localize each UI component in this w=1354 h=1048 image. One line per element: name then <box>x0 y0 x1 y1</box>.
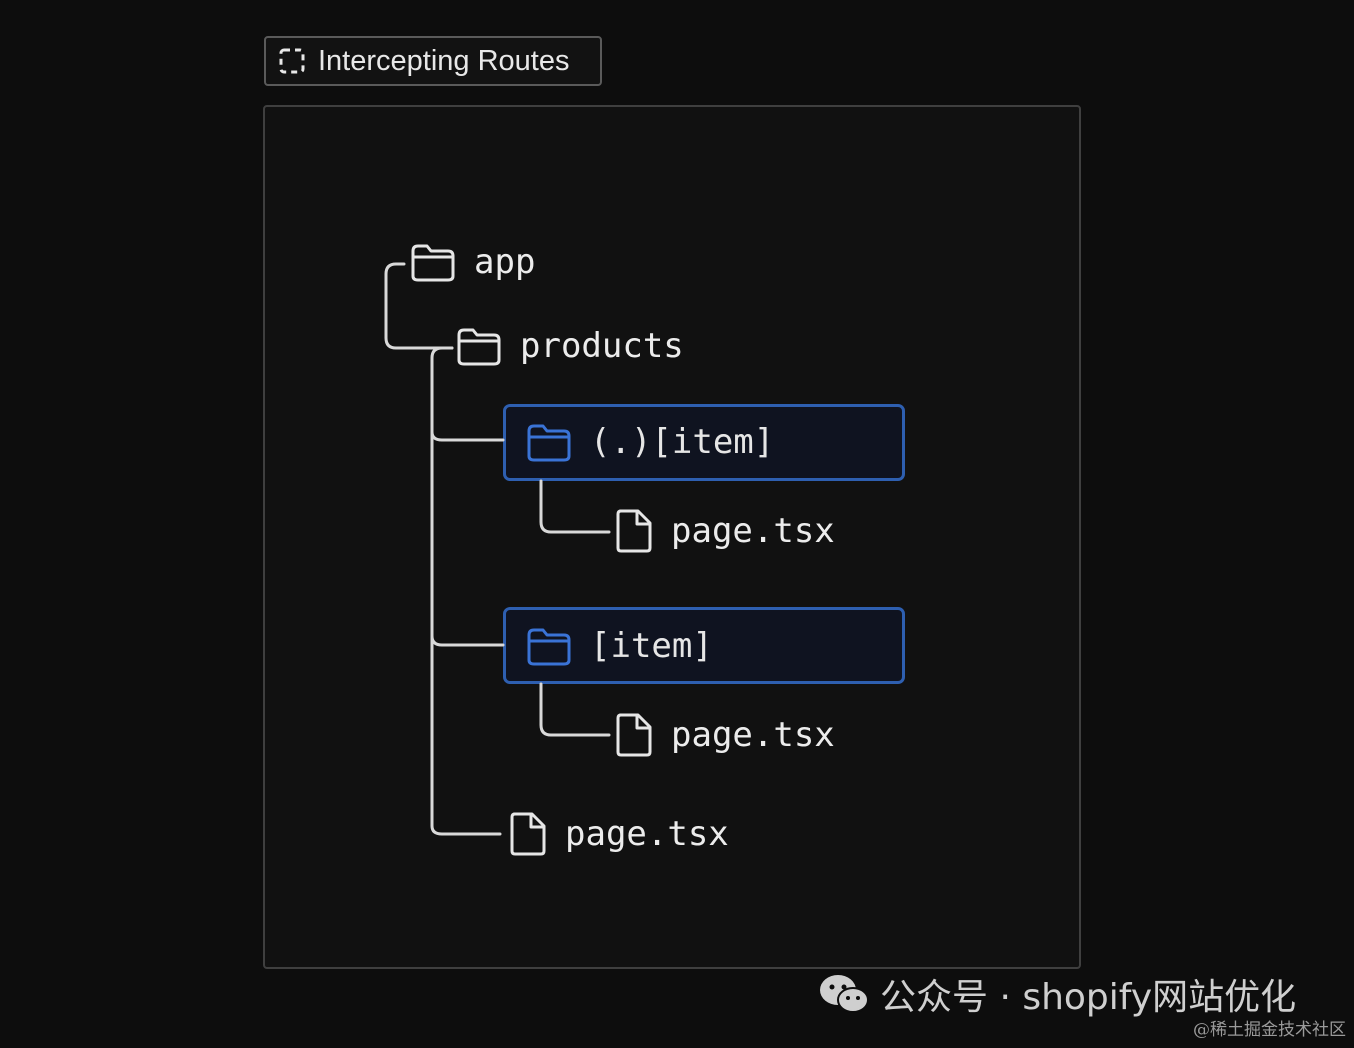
folder-icon <box>527 628 571 666</box>
channel-text: 公众号 · shopify网站优化 <box>880 977 1297 1018</box>
connector-item-page <box>539 682 611 737</box>
site-watermark: @稀土掘金技术社区 <box>1193 1020 1346 1040</box>
node-label: (.)[item] <box>590 422 775 462</box>
wechat-icon <box>820 975 869 1013</box>
connector-app-products <box>384 262 454 350</box>
folder-icon <box>527 424 571 462</box>
dashed-square-icon <box>279 48 305 74</box>
tree-node-intercept-page: page.tsx <box>615 508 835 554</box>
title-text: Intercepting Routes <box>318 44 570 77</box>
channel-watermark: 公众号 · shopify网站优化 <box>818 968 1296 1020</box>
item-folder-highlight <box>503 607 905 684</box>
connector-intercept-page <box>539 479 611 534</box>
connector-products-item <box>430 634 505 647</box>
diagram-panel <box>263 105 1081 969</box>
file-icon <box>510 812 546 856</box>
node-label: products <box>520 326 684 366</box>
node-label: [item] <box>590 626 713 666</box>
connector-products-stem <box>430 346 502 836</box>
node-label: page.tsx <box>671 511 835 551</box>
folder-icon <box>457 328 501 366</box>
folder-icon <box>411 244 455 282</box>
tree-node-item-page: page.tsx <box>615 712 835 758</box>
connector-products-intercept <box>430 430 505 442</box>
tree-node-item-folder: [item] <box>526 626 713 666</box>
node-label: app <box>474 242 536 282</box>
node-label: page.tsx <box>565 814 729 854</box>
title-badge: Intercepting Routes <box>264 36 602 86</box>
tree-node-products: products <box>456 326 684 366</box>
tree-node-app: app <box>410 242 535 282</box>
file-icon <box>616 509 652 553</box>
tree-node-intercept-folder: (.)[item] <box>526 422 774 462</box>
tree-node-products-page: page.tsx <box>509 811 729 857</box>
node-label: page.tsx <box>671 715 835 755</box>
file-icon <box>616 713 652 757</box>
